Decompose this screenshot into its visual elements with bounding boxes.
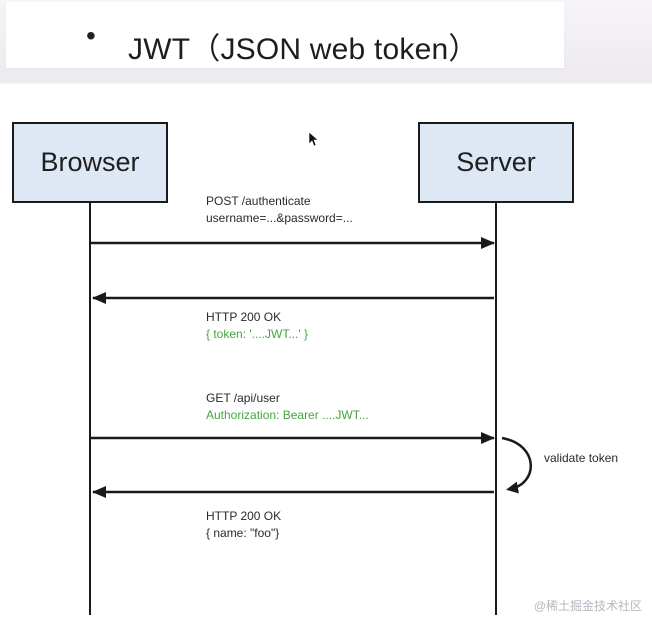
browser-actor-label: Browser	[40, 147, 140, 177]
message-api-user-line2: Authorization: Bearer ....JWT...	[206, 408, 369, 422]
message-user-line2: { name: "foo"}	[206, 526, 280, 540]
message-user-line1: HTTP 200 OK	[206, 509, 282, 523]
browser-actor-box: Browser	[12, 122, 168, 203]
watermark: @稀土掘金技术社区	[533, 599, 642, 613]
message-token-response: HTTP 200 OK { token: '....JWT...' }	[206, 309, 308, 343]
message-authenticate-line2: username=...&password=...	[206, 211, 353, 225]
message-authenticate: POST /authenticate username=...&password…	[206, 193, 353, 227]
message-user-response: HTTP 200 OK { name: "foo"}	[206, 508, 281, 542]
slide-title: JWT（JSON web token）	[128, 33, 479, 66]
validate-token-note: validate token	[544, 451, 619, 465]
message-api-user-line1: GET /api/user	[206, 391, 280, 405]
validate-token-loop-arrow	[501, 436, 532, 494]
title-card: • JWT（JSON web token）	[6, 2, 564, 68]
message-api-user: GET /api/user Authorization: Bearer ....…	[206, 390, 369, 424]
message-token-line1: HTTP 200 OK	[206, 310, 282, 324]
server-lifeline	[495, 203, 497, 615]
bullet-icon: •	[86, 20, 96, 51]
server-actor-box: Server	[418, 122, 574, 203]
mouse-cursor-icon	[308, 131, 318, 147]
browser-lifeline	[89, 203, 91, 615]
server-actor-label: Server	[456, 147, 536, 177]
message-token-line2: { token: '....JWT...' }	[206, 327, 308, 341]
message-authenticate-line1: POST /authenticate	[206, 194, 311, 208]
